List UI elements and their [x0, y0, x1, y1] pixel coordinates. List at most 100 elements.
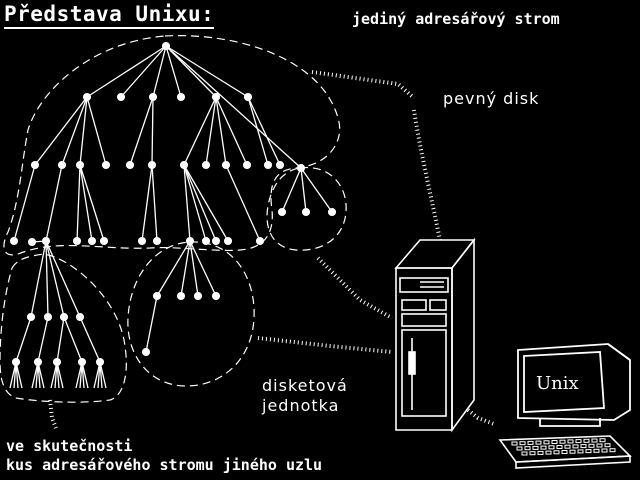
tree-edge — [183, 96, 217, 166]
floppy-region — [127, 241, 255, 387]
tree-node — [77, 357, 87, 367]
second-disk-region — [266, 166, 347, 251]
tree-node — [116, 92, 126, 102]
tree-node — [148, 92, 158, 102]
tree-edge — [45, 164, 63, 242]
tree-edge — [205, 96, 217, 166]
keyboard-key — [551, 440, 558, 444]
keyboard-key — [580, 444, 587, 449]
tree-edge — [61, 96, 88, 166]
tree-edge — [93, 361, 101, 389]
tree-edge — [56, 361, 64, 389]
tree-node — [275, 160, 285, 170]
tree-node — [243, 92, 253, 102]
tree-node — [59, 312, 69, 322]
tree-node — [301, 207, 311, 217]
tree-edge — [165, 45, 249, 98]
tree-edge — [56, 316, 65, 363]
tree-edge — [79, 316, 101, 363]
keyboard-key — [535, 440, 542, 445]
tree-node — [41, 236, 51, 246]
tree-node — [87, 236, 97, 246]
floppy-label-line-2: jednotka — [262, 396, 340, 415]
tree-edge — [247, 96, 281, 166]
directory-tree — [9, 41, 337, 389]
tree-edge — [13, 361, 17, 389]
tree-edge — [165, 45, 182, 98]
tree-node — [95, 357, 105, 367]
tree-node — [82, 92, 92, 102]
tree-edge — [86, 96, 107, 166]
tree-edge — [215, 96, 248, 166]
keyboard-key — [585, 449, 592, 454]
tree-edge — [180, 240, 191, 297]
tree-edge — [151, 96, 154, 166]
tree-edge — [189, 240, 217, 297]
tree-node — [152, 291, 162, 301]
tree-node — [277, 207, 287, 217]
tree-node — [9, 236, 19, 246]
tree-edge — [31, 361, 39, 389]
tree-edge — [141, 164, 153, 242]
tree-edge — [129, 96, 154, 166]
tree-edge — [152, 45, 167, 98]
keyboard-key — [521, 451, 528, 456]
tree-edge — [97, 361, 101, 389]
keyboard-key — [577, 449, 584, 454]
tree-edge — [300, 167, 307, 213]
tree-node — [43, 312, 53, 322]
tree-edge — [145, 295, 158, 353]
keyboard-key — [519, 441, 526, 446]
tree-node — [30, 160, 40, 170]
keyboard-key — [516, 446, 523, 451]
tree-node — [221, 160, 231, 170]
tree-edge — [54, 361, 58, 389]
keyboard-key — [572, 444, 579, 449]
page-title: Představa Unixu: — [4, 2, 215, 29]
tree-edge — [34, 96, 88, 166]
tree-node — [263, 160, 273, 170]
floppy-label-line-1: disketová — [262, 376, 348, 395]
tree-edge — [86, 45, 167, 98]
tree-edge — [50, 361, 58, 389]
computer-tower-icon — [394, 237, 476, 433]
tree-edge — [15, 361, 23, 389]
tree-edge — [15, 316, 32, 363]
tree-edge — [45, 240, 81, 318]
tree-node — [161, 41, 171, 51]
hard-disk-label: pevný disk — [443, 89, 540, 108]
keyboard-key — [553, 450, 560, 455]
tree-edge — [79, 361, 83, 389]
floppy-label: disketová jednotka — [262, 376, 348, 416]
tree-node — [176, 92, 186, 102]
tree-node — [99, 236, 109, 246]
keyboard-key — [561, 450, 568, 454]
keyboard-key — [604, 443, 611, 448]
keyboard-key — [527, 440, 534, 445]
tree-edge — [79, 164, 105, 242]
remote-node-region — [0, 253, 127, 403]
keyboard-key — [556, 445, 563, 449]
tree-node — [72, 236, 82, 246]
tree-node — [27, 237, 37, 247]
tree-node — [52, 357, 62, 367]
tree-node — [211, 92, 221, 102]
connector-floppy-to-drive — [257, 336, 393, 354]
keyboard-key — [545, 450, 552, 455]
tree-edge — [183, 164, 217, 242]
tree-node — [193, 291, 203, 301]
tree-node — [147, 160, 157, 170]
keyboard-key — [529, 451, 536, 456]
keyboard-key — [532, 445, 539, 450]
tree-edge — [300, 167, 333, 213]
tree-node — [75, 160, 85, 170]
keyboard-key — [583, 438, 590, 443]
keyboard-key — [564, 444, 571, 449]
tree-edge — [183, 164, 191, 242]
tree-edge — [120, 45, 167, 98]
tree-edge — [37, 316, 49, 363]
tree-edge — [281, 167, 302, 213]
tree-edge — [183, 164, 229, 242]
connector-remote-label — [48, 399, 58, 429]
keyboard-key — [567, 439, 574, 444]
